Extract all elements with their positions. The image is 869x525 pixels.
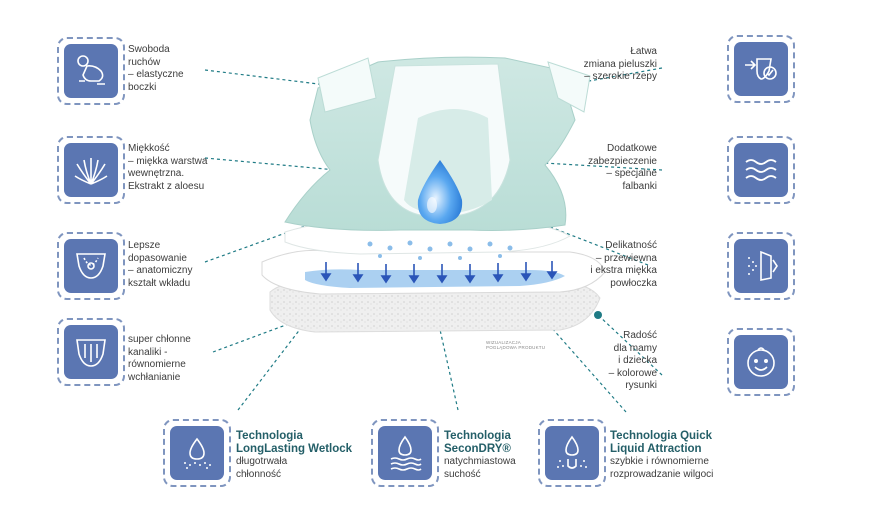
feature-tile-softness <box>57 136 125 204</box>
feature-label-freedom: Swoboda ruchów – elastyczne boczki <box>128 44 184 93</box>
feature-label-fit: Lepsze dopasowanie – anatomiczny kształt… <box>128 240 193 289</box>
breathable-layer-icon <box>748 250 778 281</box>
tech-tile-quick-liquid <box>538 419 606 487</box>
feature-label-easy-change: Łatwa zmiana pieluszki – szerokie rzepy <box>583 46 657 83</box>
tech-title-wetlock: Technologia LongLasting Wetlock <box>236 430 353 455</box>
feature-tile-joy <box>727 328 795 396</box>
diaper-fit-icon <box>76 253 106 279</box>
tech-title-quick-liquid: Technologia Quick Liquid Attraction <box>610 430 713 455</box>
baby-face-icon <box>747 347 775 377</box>
tech-text-wetlock: Technologia LongLasting Wetlock długotrw… <box>236 430 352 481</box>
tech-text-secondry: Technologia SeconDRY® natychmiastowa suc… <box>444 430 516 481</box>
feature-label-joy: Radość dla mamy i dziecka – kolorowe rys… <box>608 330 657 392</box>
tech-title-secondry: Technologia SeconDRY® <box>444 430 511 455</box>
diaper-channels-icon <box>76 339 106 367</box>
product-visualization-note: WIZUALIZACJA POGLĄDOWA PRODUKTU <box>486 340 546 350</box>
droplet-dots-icon <box>184 437 211 469</box>
tech-tile-wetlock <box>163 419 231 487</box>
diaper-change-icon <box>745 58 777 80</box>
feature-tile-fit <box>57 232 125 300</box>
waves-icon <box>745 159 777 181</box>
feature-tile-freedom <box>57 37 125 105</box>
feature-tile-easy-change <box>727 35 795 103</box>
baby-crawling-icon <box>77 55 105 85</box>
feature-label-softness: Miękkość – miękka warstwa wewnętrzna. Ek… <box>128 143 208 192</box>
feature-label-channels: super chłonne kanaliki - równomierne wch… <box>128 334 191 383</box>
tech-desc-secondry: natychmiastowa suchość <box>444 456 516 480</box>
tech-text-quick-liquid: Technologia Quick Liquid Attraction szyb… <box>610 430 713 481</box>
tech-tile-secondry <box>371 419 439 487</box>
feature-label-delicacy: Delikatność – przewiewna i ekstra miękka… <box>590 240 657 289</box>
droplet-fibers-icon <box>390 435 422 471</box>
feature-tile-delicacy <box>727 232 795 300</box>
feature-tile-channels <box>57 318 125 386</box>
droplet-absorb-icon <box>557 435 587 469</box>
tech-desc-wetlock: długotrwała chłonność <box>236 456 288 480</box>
feature-tile-protection <box>727 136 795 204</box>
feature-label-protection: Dodatkowe zabezpieczenie – specjalne fal… <box>588 143 657 192</box>
aloe-icon <box>74 158 108 185</box>
tech-desc-quick-liquid: szybkie i równomierne rozprowadzanie wil… <box>610 456 714 480</box>
